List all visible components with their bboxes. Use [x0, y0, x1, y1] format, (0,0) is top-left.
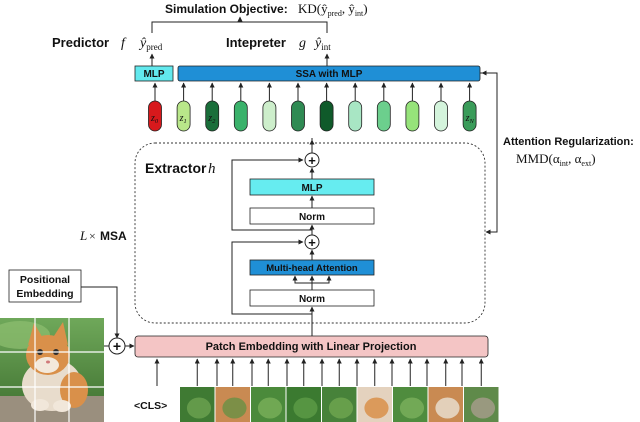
patch-9: [464, 387, 499, 422]
token-label: z0: [150, 113, 159, 125]
token-8: [376, 100, 391, 132]
input-cat-image: [0, 318, 104, 422]
token-4: [262, 100, 277, 132]
svg-text:MSA: MSA: [100, 229, 127, 243]
svg-text:h: h: [208, 161, 216, 177]
svg-text:Norm: Norm: [299, 294, 325, 305]
svg-text:Norm: Norm: [299, 212, 325, 223]
token-3: [233, 100, 248, 132]
token-10: [434, 100, 448, 132]
svg-text:×: ×: [89, 229, 96, 243]
qkv-arrows: [292, 275, 332, 290]
svg-text:+: +: [308, 153, 316, 168]
svg-text:Multi-head Attention: Multi-head Attention: [266, 263, 358, 274]
token-label: z2: [207, 113, 216, 125]
token-2: z2: [205, 100, 220, 132]
mlp-head: MLP: [134, 65, 174, 82]
svg-text:MMD(αint, αext): MMD(αint, αext): [516, 151, 596, 168]
svg-text:SSA with MLP: SSA with MLP: [296, 69, 363, 80]
token-7: [348, 100, 363, 132]
token-5: [291, 100, 305, 132]
cls-token: <CLS>: [134, 400, 167, 412]
predictor-output: ŷpred: [138, 36, 163, 52]
svg-text:<CLS>: <CLS>: [134, 400, 167, 412]
token-6: [319, 100, 334, 132]
plus-node-middle: +: [304, 234, 320, 250]
plus-node-input: +: [108, 337, 126, 355]
residual-bottom: [231, 239, 312, 315]
svg-text:L: L: [79, 228, 87, 243]
ssa-with-mlp: SSA with MLP: [177, 65, 481, 82]
objective-bracket: [151, 21, 328, 33]
predictor-label: Predictor f: [52, 35, 127, 51]
svg-text:MLP: MLP: [143, 69, 164, 80]
svg-text:f: f: [121, 36, 127, 51]
patch-2: [215, 387, 250, 422]
norm-bottom: Norm: [249, 289, 375, 307]
attention-regularization: Attention Regularization: MMD(αint, αext…: [503, 136, 634, 168]
pos-to-plus-arrow: [81, 286, 120, 339]
svg-text:+: +: [308, 235, 316, 250]
token-N: zN: [462, 100, 477, 132]
svg-text:g: g: [299, 36, 306, 51]
token-label: zN: [465, 113, 475, 125]
svg-text:MLP: MLP: [301, 183, 322, 194]
patch-4: [286, 387, 321, 422]
interpreter-label: Intepreter g: [226, 35, 306, 51]
msa-label: L × MSA: [79, 228, 127, 243]
objective-label: Simulation Objective:: [165, 2, 288, 16]
extractor-mlp: MLP: [249, 178, 375, 196]
simulation-objective: Simulation Objective: KD(ŷpred, ŷint): [165, 1, 368, 18]
patch-6: [357, 387, 392, 422]
patch-grid: [0, 318, 104, 422]
svg-text:ŷint: ŷint: [313, 36, 331, 52]
svg-text:+: +: [113, 338, 121, 354]
patch-embedding: Patch Embedding with Linear Projection: [134, 335, 489, 358]
token-label: z1: [179, 113, 187, 125]
svg-text:Patch Embedding with Linear Pr: Patch Embedding with Linear Projection: [206, 341, 417, 353]
interpreter-output: ŷint: [313, 36, 331, 52]
regularization-bracket: [480, 72, 498, 235]
plus-node-top: +: [304, 152, 320, 168]
patch-1: [180, 387, 215, 422]
extractor-label: Extractor h: [145, 160, 216, 177]
svg-text:Predictor: Predictor: [52, 35, 109, 50]
svg-text:Embedding: Embedding: [16, 288, 73, 300]
positional-embedding: Positional Embedding: [8, 269, 82, 303]
svg-text:Intepreter: Intepreter: [226, 35, 286, 50]
svg-text:ŷpred: ŷpred: [138, 36, 163, 52]
residual-top: [231, 157, 313, 235]
patch-strip: [180, 387, 499, 422]
token-9: [405, 100, 420, 132]
multi-head-attention: Multi-head Attention: [249, 259, 375, 276]
patch-7: [393, 387, 428, 422]
svg-text:Attention Regularization:: Attention Regularization:: [503, 136, 634, 148]
token-row: z0 z1 z2 zN: [148, 82, 477, 140]
objective-math: KD(ŷpred, ŷint): [298, 1, 368, 18]
token-0: z0: [148, 100, 162, 132]
svg-text:Positional: Positional: [20, 274, 70, 286]
patch-8: [428, 387, 463, 422]
patch-input-arrows: [154, 358, 484, 386]
token-1: z1: [176, 100, 191, 132]
patch-3: [251, 387, 286, 422]
norm-top: Norm: [249, 207, 375, 225]
patch-5: [322, 387, 357, 422]
svg-text:Extractor: Extractor: [145, 160, 207, 176]
